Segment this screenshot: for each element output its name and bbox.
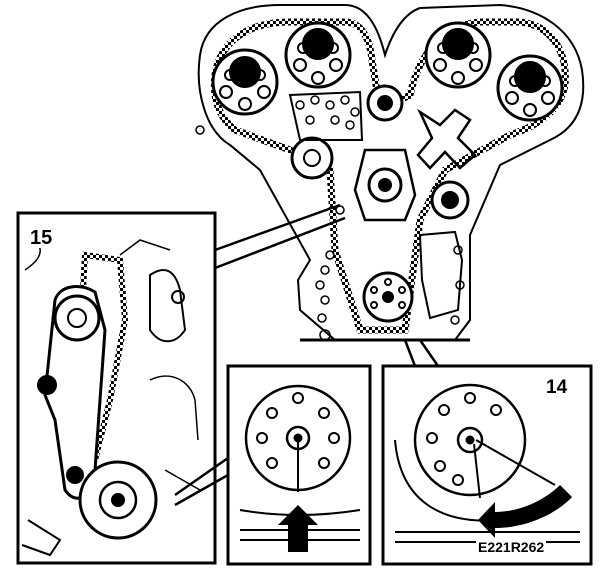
camshaft-sprocket-2 bbox=[284, 21, 352, 89]
timing-belt bbox=[210, 18, 569, 334]
detail-panel-crank-mark bbox=[226, 364, 372, 566]
callout-number-14: 14 bbox=[546, 377, 568, 398]
bracket-bolts bbox=[288, 90, 364, 141]
detail-panel-tensioner bbox=[16, 203, 346, 565]
rotation-arrow bbox=[478, 485, 572, 538]
idler-pulley-upper bbox=[366, 84, 404, 122]
idler-pulley-right bbox=[430, 180, 470, 220]
engine-overview bbox=[195, 3, 585, 342]
detail-panel-crank-rotation bbox=[381, 339, 593, 566]
camshaft-sprocket-3 bbox=[424, 21, 492, 89]
tensioner-assembly bbox=[353, 148, 417, 222]
oil-pump-housing bbox=[418, 230, 464, 320]
figure-code: E221R262 bbox=[476, 539, 547, 555]
water-pump-pulley bbox=[290, 136, 334, 180]
adjuster-bolt bbox=[37, 375, 57, 395]
timing-cover-outline bbox=[197, 3, 585, 341]
x-bracket bbox=[416, 108, 477, 170]
camshaft-sprocket-4 bbox=[496, 54, 564, 122]
camshaft-sprocket-1 bbox=[211, 48, 279, 116]
crankshaft-sprocket bbox=[362, 271, 414, 323]
alignment-arrow bbox=[278, 505, 318, 552]
tensioner-pulley-upper bbox=[53, 294, 101, 342]
callout-number-15: 15 bbox=[30, 227, 53, 249]
